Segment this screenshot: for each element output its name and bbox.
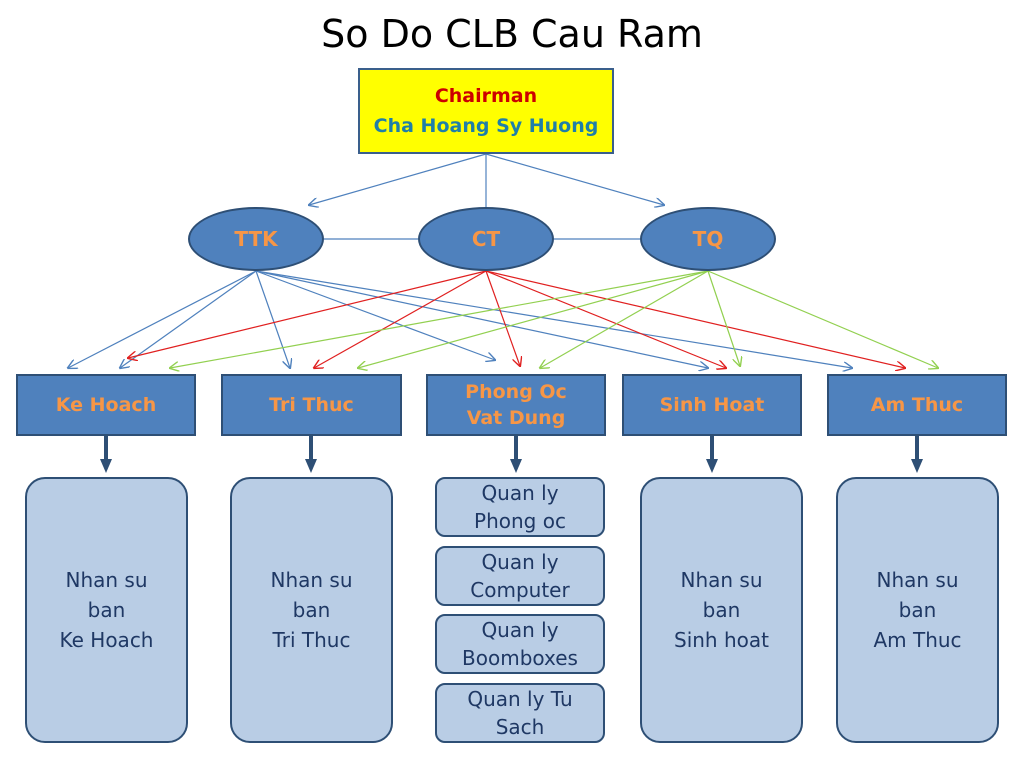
ttk-arrow-3 bbox=[255, 270, 495, 360]
staff-line: Nhan su bbox=[876, 568, 959, 592]
staff-line: ban bbox=[292, 598, 331, 622]
ttk-arrow-2 bbox=[255, 270, 290, 368]
subtask-line: Boomboxes bbox=[462, 646, 578, 670]
department-tri-thuc: Tri Thuc bbox=[221, 374, 402, 436]
subtask-line: Sach bbox=[495, 715, 545, 739]
subtask-line: Phong oc bbox=[474, 509, 566, 533]
ttk-arrow-0 bbox=[68, 270, 257, 368]
subtask-line: Quan ly bbox=[481, 481, 559, 505]
department-phong-oc: Phong Oc Vat Dung bbox=[426, 374, 606, 436]
subtask-line: Quan ly Tu bbox=[467, 687, 573, 711]
staff-line: Nhan su bbox=[65, 568, 148, 592]
chairman-role: Chairman bbox=[434, 85, 538, 107]
chairman-to-ttk-arrow bbox=[309, 153, 487, 205]
department-label: Ke Hoach bbox=[55, 394, 157, 416]
staff-line: Ke Hoach bbox=[59, 628, 154, 652]
subtask-tu-sach: Quan ly Tu Sach bbox=[435, 683, 605, 743]
chairman-box: Chairman Cha Hoang Sy Huong bbox=[358, 68, 614, 154]
ct-arrow-0 bbox=[128, 270, 487, 358]
department-ke-hoach: Ke Hoach bbox=[16, 374, 196, 436]
page-title: So Do CLB Cau Ram bbox=[321, 12, 703, 56]
department-am-thuc: Am Thuc bbox=[827, 374, 1007, 436]
staff-line: ban bbox=[702, 598, 741, 622]
ct-arrow-1 bbox=[314, 270, 487, 368]
department-label: Phong Oc bbox=[465, 381, 567, 403]
staff-line: Sinh hoat bbox=[674, 628, 769, 652]
ct-arrow-2 bbox=[485, 270, 520, 366]
tq-arrow-1 bbox=[358, 270, 709, 368]
department-label-line2: Vat Dung bbox=[466, 407, 566, 429]
staff-line: Nhan su bbox=[680, 568, 763, 592]
department-label: Tri Thuc bbox=[269, 394, 354, 416]
ct-arrow-4 bbox=[485, 270, 905, 368]
staff-box-ke-hoach: Nhan su ban Ke Hoach bbox=[25, 477, 188, 743]
leader-node-ct: CT bbox=[418, 207, 554, 271]
tq-arrow-3 bbox=[707, 270, 740, 366]
tq-arrow-2 bbox=[540, 270, 709, 368]
leader-node-ttk: TTK bbox=[188, 207, 324, 271]
subtask-line: Quan ly bbox=[481, 618, 559, 642]
department-sinh-hoat: Sinh Hoat bbox=[622, 374, 802, 436]
staff-line: ban bbox=[87, 598, 126, 622]
ttk-arrow-5 bbox=[255, 270, 852, 368]
subtask-line: Computer bbox=[470, 578, 570, 602]
staff-box-am-thuc: Nhan su ban Am Thuc bbox=[836, 477, 999, 743]
staff-line: Am Thuc bbox=[873, 628, 962, 652]
leader-label: TTK bbox=[234, 227, 278, 251]
staff-box-tri-thuc: Nhan su ban Tri Thuc bbox=[230, 477, 393, 743]
staff-line: Nhan su bbox=[270, 568, 353, 592]
leader-label: TQ bbox=[692, 227, 724, 251]
subtask-boomboxes: Quan ly Boomboxes bbox=[435, 614, 605, 674]
ct-arrow-3 bbox=[485, 270, 726, 368]
tq-arrow-4 bbox=[707, 270, 938, 368]
staff-line: Tri Thuc bbox=[272, 628, 351, 652]
department-label: Am Thuc bbox=[870, 394, 964, 416]
chairman-name: Cha Hoang Sy Huong bbox=[373, 115, 599, 137]
staff-line: ban bbox=[898, 598, 937, 622]
subtask-line: Quan ly bbox=[481, 550, 559, 574]
leader-node-tq: TQ bbox=[640, 207, 776, 271]
department-label: Sinh Hoat bbox=[659, 394, 765, 416]
tq-arrow-0 bbox=[170, 270, 709, 368]
staff-box-sinh-hoat: Nhan su ban Sinh hoat bbox=[640, 477, 803, 743]
chairman-to-tq-arrow bbox=[485, 153, 664, 205]
subtask-computer: Quan ly Computer bbox=[435, 546, 605, 606]
leader-label: CT bbox=[471, 227, 501, 251]
ttk-arrow-1 bbox=[120, 270, 257, 368]
subtask-phong-oc: Quan ly Phong oc bbox=[435, 477, 605, 537]
ttk-arrow-4 bbox=[255, 270, 708, 368]
